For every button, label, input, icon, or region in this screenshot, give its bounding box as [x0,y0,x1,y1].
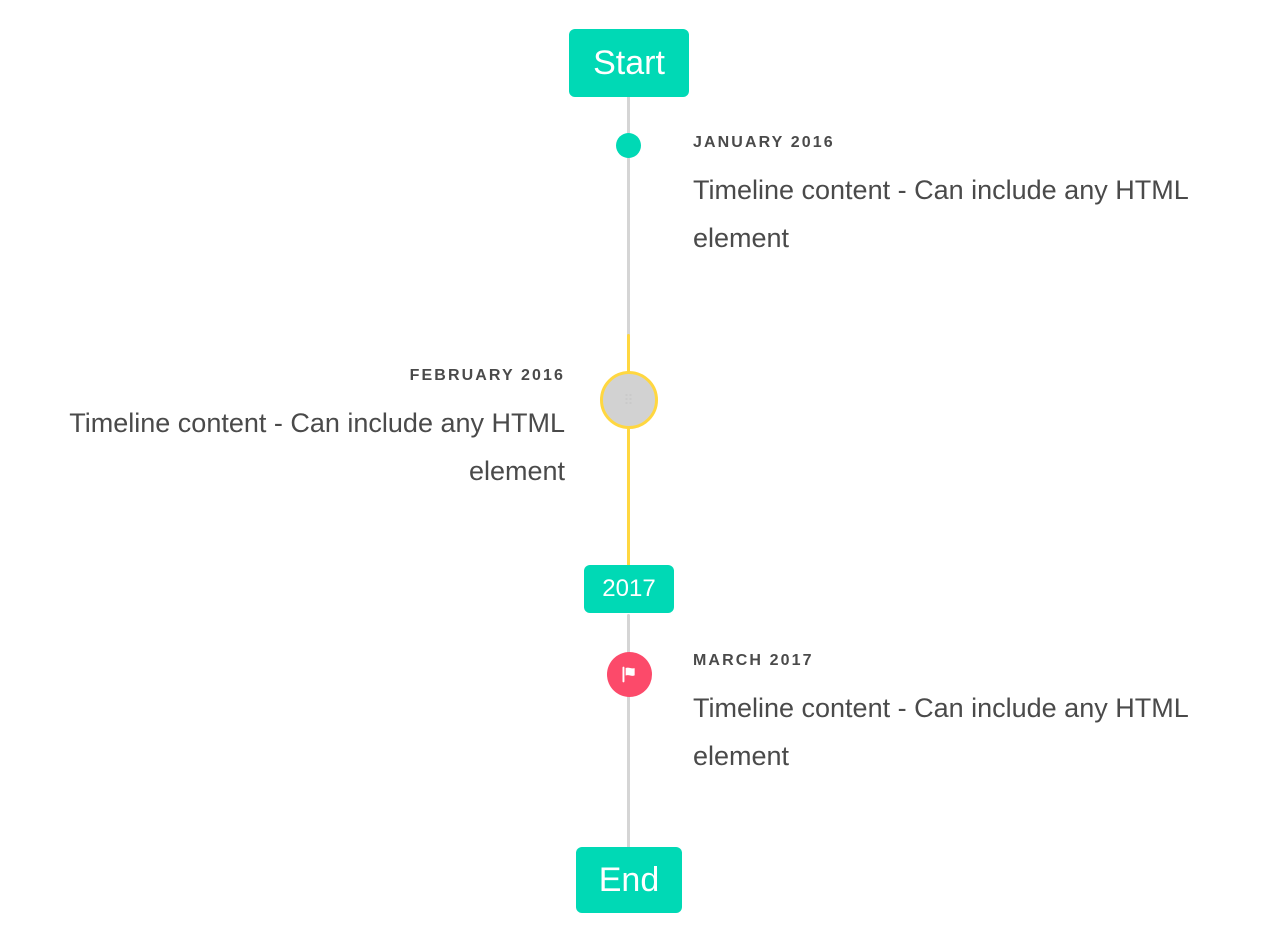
timeline-year-badge[interactable]: 2017 [584,565,674,613]
timeline-rail-segment-yellow [627,334,630,572]
flag-icon [622,666,635,683]
timeline-event-body: Timeline content - Can include any HTML … [693,693,1188,772]
timeline-start-badge[interactable]: Start [569,29,689,97]
timeline-rail-segment-bottom [627,614,630,852]
timeline-marker-march-2017[interactable] [607,652,652,697]
timeline-marker-january-2016[interactable] [616,133,641,158]
timeline-marker-february-2016[interactable]: ⠿ [600,371,658,429]
timeline-rail-segment-top [627,88,630,336]
timeline-event-label: FEBRUARY 2016 [409,367,565,384]
timeline-event-label: JANUARY 2016 [693,134,835,151]
drag-handle-icon: ⠿ [623,392,635,408]
timeline-event-body: Timeline content - Can include any HTML … [693,175,1188,254]
timeline-event-label: MARCH 2017 [693,652,814,669]
timeline-event-january-2016: JANUARY 2016 Timeline content - Can incl… [693,135,1223,262]
timeline-event-body: Timeline content - Can include any HTML … [69,408,565,487]
timeline-event-march-2017: MARCH 2017 Timeline content - Can includ… [693,653,1223,780]
timeline-end-badge[interactable]: End [576,847,682,913]
timeline-event-february-2016: FEBRUARY 2016 Timeline content - Can inc… [40,368,565,495]
